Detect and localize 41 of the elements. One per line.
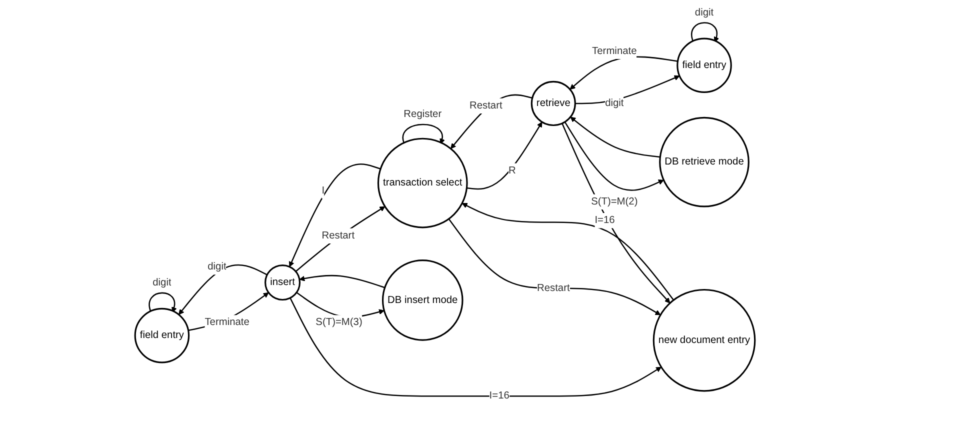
node-circle: field entry [134,308,190,364]
arrow [450,94,533,149]
arrow [289,164,381,268]
node-circle: transaction select [378,138,468,228]
edge-label: digit [152,277,172,288]
node-circle: retrieve [531,80,576,126]
arrow [448,218,661,316]
edge-label: Restart [322,230,355,242]
arrow [149,292,177,313]
arrow [462,202,674,300]
arrow [296,206,386,272]
arrow [691,22,720,42]
arrow [575,75,680,104]
edge-label: I=16 [490,390,510,402]
edge-label: Restart [470,100,503,111]
edge-label: R [508,165,516,176]
edge-label: digit [208,261,227,272]
edge-label: Register [404,108,442,120]
edge-label: S(T)=M(3) [316,316,363,328]
edge-label: I [322,185,325,196]
arrow [300,274,386,288]
edge-label: Terminate [592,46,638,56]
arrow [188,292,270,331]
arrow [570,116,660,158]
arrow [466,122,543,190]
arrow [178,264,268,315]
arrow [290,298,662,397]
node-circle: insert [264,264,301,301]
node-circle: DB insert mode [382,260,464,341]
arrow [562,123,671,304]
edge-label: S(T)=M(2) [591,196,638,208]
edge-label: digit [605,98,624,109]
arrow [402,124,445,144]
edge-label: Terminate [204,316,250,328]
node-circle: field entry [676,38,732,94]
edge-label: Restart [537,282,570,294]
arrow [564,122,664,191]
edge-label: I=16 [594,214,616,226]
node-circle: DB retrieve mode [659,116,750,208]
node-circle: new document entry [653,288,756,392]
edge-label: digit [695,7,714,18]
